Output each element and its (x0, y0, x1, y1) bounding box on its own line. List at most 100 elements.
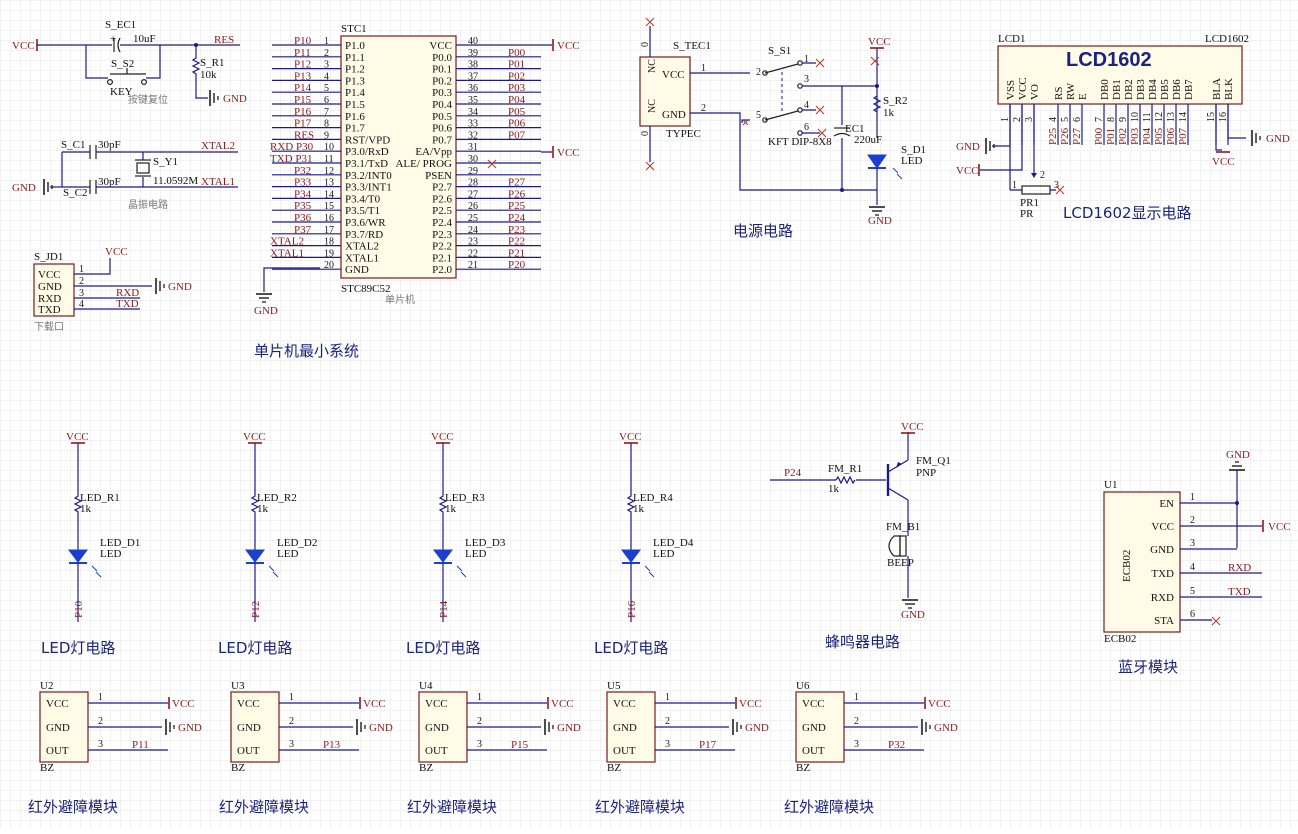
mcu-pin-number: 26 (468, 201, 478, 212)
svg-text:1: 1 (1012, 180, 1017, 191)
mcu-pin-label: P2.3 (432, 229, 452, 241)
mcu-net-label: P11 (294, 47, 311, 59)
ir-pin-number: 3 (477, 739, 482, 750)
svg-text:GND: GND (168, 281, 192, 293)
svg-text:STC89C52: STC89C52 (341, 283, 391, 295)
mcu-pin-number: 23 (468, 237, 478, 248)
lcd-pin-number: 14 (1178, 112, 1189, 122)
mcu-pin-number: 36 (468, 83, 478, 94)
led-designator: LED_D3 (465, 537, 506, 549)
mcu-pin-label: P2.2 (432, 241, 452, 253)
mcu-net-label: P03 (508, 82, 526, 94)
lcd-pin-label: DB6 (1171, 79, 1183, 100)
svg-text:1k: 1k (883, 107, 895, 119)
svg-text:PR1: PR1 (1020, 197, 1039, 209)
led-caption: LED灯电路 (41, 639, 115, 657)
bt-pin-number: 6 (1190, 609, 1195, 620)
mcu-pin-number: 6 (324, 95, 329, 106)
svg-text:FM_B1: FM_B1 (886, 521, 920, 533)
mcu-pin-number: 8 (324, 119, 329, 130)
ir-pin-label: GND (237, 722, 261, 734)
ir-caption: 红外避障模块 (28, 798, 118, 816)
svg-text:S_R2: S_R2 (883, 95, 907, 107)
ir-pin-number: 2 (98, 716, 103, 727)
mcu-pin-label: P1.3 (345, 75, 365, 87)
mcu-net-label: P14 (294, 82, 312, 94)
mcu-net-label: P36 (294, 212, 312, 224)
svg-text:LCD1: LCD1 (998, 33, 1026, 45)
mcu-pin-number: 34 (468, 107, 478, 118)
lcd-pin-number: 2 (1012, 117, 1023, 122)
mcu-pin-number: 10 (324, 142, 334, 153)
mcu-pin-number: 7 (324, 107, 329, 118)
led-net-label: P16 (626, 600, 638, 618)
led-resistor-value: 1k (633, 503, 645, 515)
svg-text:XTAL1: XTAL1 (201, 176, 235, 188)
lcd-net-label: P06 (1165, 127, 1177, 145)
led-caption: LED灯电路 (218, 639, 292, 657)
mcu-pin-label: P3.7/RD (345, 229, 383, 241)
ir-caption: 红外避障模块 (407, 798, 497, 816)
led-resistor-value: 1k (80, 503, 92, 515)
mcu-pin-number: 4 (324, 71, 329, 82)
led-value: LED (465, 548, 486, 560)
lcd-pin-label: VSS (1005, 80, 1017, 100)
svg-text:0: 0 (640, 131, 651, 136)
lcd-pin-number: 4 (1048, 117, 1059, 122)
lcd-pin-number: 15 (1206, 112, 1217, 122)
header-pin-number: 1 (79, 264, 84, 275)
mcu-net-label: TXD P31 (270, 153, 312, 165)
ir-vcc-label: VCC (739, 698, 762, 710)
lcd-net-label: P01 (1105, 128, 1117, 145)
mcu-net-label: P27 (508, 177, 526, 189)
mcu-pin-label: XTAL2 (345, 241, 379, 253)
lcd-pin-label: DB1 (1111, 79, 1123, 100)
mcu-pin-number: 39 (468, 48, 478, 59)
lcd-pin-number: 11 (1142, 112, 1153, 122)
svg-text:VCC: VCC (1268, 521, 1291, 533)
mcu-pin-label: P0.6 (432, 123, 452, 135)
mcu-net-label: P04 (508, 94, 526, 106)
header-pin-label: GND (38, 281, 62, 293)
lcd-pin-label: DB0 (1099, 79, 1111, 100)
header-pin-label: TXD (38, 304, 61, 316)
buzzer-caption: 蜂鸣器电路 (825, 633, 900, 651)
svg-text:GND: GND (254, 305, 278, 317)
svg-text:S_C1: S_C1 (61, 139, 85, 151)
led-resistor-value: 1k (257, 503, 269, 515)
bt-pin-label: GND (1150, 544, 1174, 556)
svg-text:NC: NC (647, 99, 658, 113)
svg-text:ECB02: ECB02 (1121, 550, 1133, 582)
mcu-pin-label: P1.4 (345, 87, 365, 99)
ir-pin-number: 1 (854, 692, 859, 703)
mcu-pin-number: 25 (468, 213, 478, 224)
lcd-pin-number: 13 (1166, 112, 1177, 122)
ir-pin-number: 1 (665, 692, 670, 703)
header-pin-number: 3 (79, 288, 84, 299)
mcu-pin-label: P3.4/T0 (345, 193, 381, 205)
mcu-pin-label: P1.6 (345, 111, 365, 123)
svg-text:S_C2: S_C2 (63, 187, 87, 199)
bt-pin-label: STA (1154, 615, 1174, 627)
lcd-pin-label: DB4 (1147, 79, 1159, 100)
mcu-net-label: RXD P30 (270, 141, 314, 153)
svg-text:TXD: TXD (116, 298, 139, 310)
lcd-net-label: P00 (1093, 127, 1105, 145)
mcu-pin-number: 2 (324, 48, 329, 59)
ir-pin-label: GND (46, 722, 70, 734)
svg-text:3: 3 (804, 74, 809, 85)
mcu-pin-label: P0.5 (432, 111, 452, 123)
led-designator: LED_D1 (100, 537, 140, 549)
lcd-pin-number: 1 (1000, 117, 1011, 122)
lcd-title: LCD1602 (1066, 49, 1152, 71)
mcu-stc89c52: STC1 P1.01P10P1.12P11P1.23P12P1.34P13P1.… (254, 23, 580, 360)
bt-pin-number: 2 (1190, 515, 1195, 526)
svg-text:GND: GND (956, 141, 980, 153)
mcu-pin-number: 29 (468, 166, 478, 177)
ir-designator: U2 (40, 680, 53, 692)
svg-text:VCC: VCC (901, 421, 924, 433)
mcu-net-label: P16 (294, 106, 312, 118)
